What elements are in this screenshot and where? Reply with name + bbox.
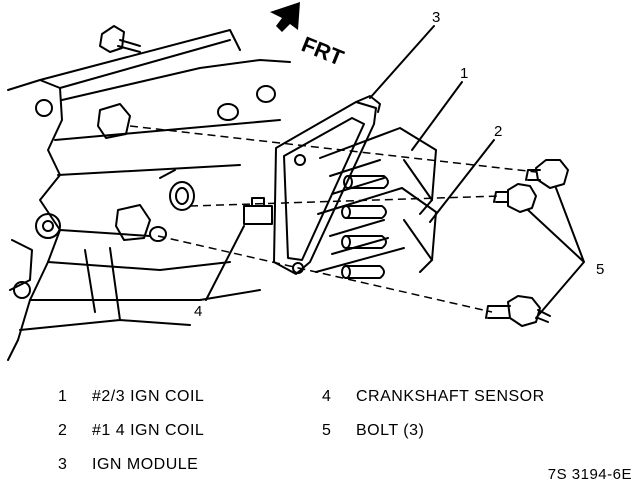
legend-text: CRANKSHAFT SENSOR bbox=[356, 388, 545, 405]
front-direction-label: FRT bbox=[298, 31, 348, 70]
assembly-axes bbox=[129, 125, 537, 313]
callout-5: 5 bbox=[596, 261, 604, 278]
legend-text: #2/3 IGN COIL bbox=[92, 388, 205, 405]
top-bolt bbox=[99, 25, 141, 53]
ignition-coil-housing bbox=[315, 127, 437, 273]
callout-leaders bbox=[205, 25, 585, 319]
bolts bbox=[485, 159, 569, 327]
crankshaft-sensor bbox=[243, 197, 273, 225]
front-direction-arrow bbox=[270, 2, 300, 32]
callout-1: 1 bbox=[460, 65, 468, 82]
legend-text: IGN MODULE bbox=[92, 456, 199, 473]
legend-item: 1 #2/3 IGN COIL bbox=[58, 388, 204, 406]
callout-3: 3 bbox=[432, 9, 440, 26]
legend-number: 1 bbox=[58, 388, 68, 405]
legend-item: 2 #1 4 IGN COIL bbox=[58, 422, 204, 440]
ignition-module-plate bbox=[273, 95, 381, 275]
legend-number: 3 bbox=[58, 456, 68, 473]
legend-text: #1 4 IGN COIL bbox=[92, 422, 205, 439]
legend-number: 4 bbox=[322, 388, 332, 405]
legend-item: 4 CRANKSHAFT SENSOR bbox=[322, 388, 545, 406]
legend-item: 3 IGN MODULE bbox=[58, 456, 198, 474]
coil-towers bbox=[341, 175, 389, 279]
legend-number: 2 bbox=[58, 422, 68, 439]
figure-id: 7S 3194-6E bbox=[547, 466, 632, 483]
legend-number: 5 bbox=[322, 422, 332, 439]
callout-4: 4 bbox=[194, 303, 202, 320]
engine-block bbox=[7, 29, 291, 361]
legend-item: 5 BOLT (3) bbox=[322, 422, 424, 440]
legend-text: BOLT (3) bbox=[356, 422, 425, 439]
callout-2: 2 bbox=[494, 123, 502, 140]
